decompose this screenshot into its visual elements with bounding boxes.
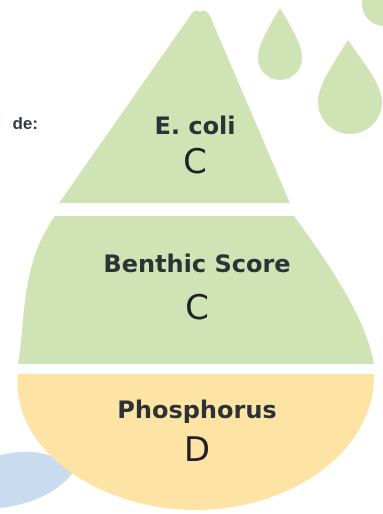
- segment-phosphorus-shape: [17, 374, 375, 510]
- segment-benthic-label: Benthic Score: [103, 250, 291, 278]
- segment-ecoli-shape: [59, 10, 290, 203]
- segment-benthic-shape: [18, 216, 374, 364]
- droplet-icon-corner: [362, 0, 383, 26]
- segment-phosphorus-label: Phosphorus: [117, 396, 277, 424]
- segment-benthic-grade: C: [185, 288, 209, 328]
- droplet-icon-right: [318, 40, 382, 134]
- water-splash-shape: [0, 451, 75, 508]
- segment-ecoli-label: E. coli: [154, 112, 236, 140]
- segment-phosphorus-grade: D: [183, 430, 211, 470]
- grade-heading: de:: [12, 114, 39, 133]
- segment-ecoli-grade: C: [183, 142, 207, 182]
- droplet-icon-small: [258, 8, 302, 80]
